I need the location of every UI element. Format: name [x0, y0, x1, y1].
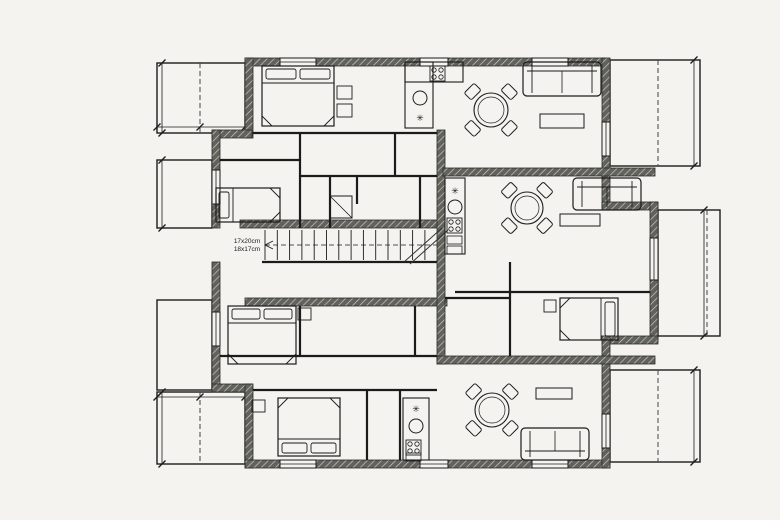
terraces: [153, 56, 721, 468]
partition-walls: [220, 131, 650, 460]
kitchen-symbol: ✳: [451, 186, 459, 196]
kitchen-symbol: ✳: [416, 113, 424, 123]
furniture: ✳ ✳ ✳: [215, 61, 642, 462]
kitchen-symbol: ✳: [412, 404, 420, 414]
stair-note: 17x20cm: [234, 238, 260, 245]
stair-note: 18x17cm: [234, 246, 260, 253]
